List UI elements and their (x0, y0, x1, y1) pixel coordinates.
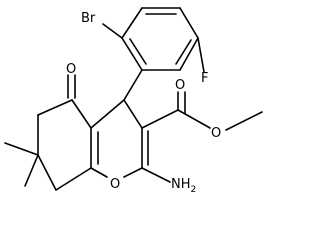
fluorine-label: F (201, 71, 208, 86)
bond (123, 99, 143, 129)
molecule-svg: Br F O O O O NH2 (4, 7, 263, 195)
ester-carbonyl-oxygen-label: O (175, 78, 185, 93)
amine-subscript: 2 (191, 185, 197, 195)
c3-ester-bond (141, 109, 179, 129)
ring-oxygen-label: O (110, 177, 120, 192)
amine-prefix: NH (171, 177, 191, 192)
bond (90, 167, 108, 178)
double-bond-inner (175, 39, 192, 65)
bond (179, 7, 199, 39)
pyran-ring (90, 99, 149, 178)
bond (121, 37, 143, 71)
bond (37, 99, 73, 116)
amine-label: NH2 (171, 177, 196, 195)
bond (71, 99, 92, 129)
c-f-bond (197, 37, 205, 73)
methyl-bond (4, 142, 39, 156)
o-methyl-bond (225, 111, 263, 131)
bond (55, 167, 92, 191)
methyl-bond (24, 154, 39, 187)
chemical-structure-diagram: Br F O O O O NH2 (4, 7, 263, 195)
bromine-label: Br (81, 11, 96, 26)
c2-n-bond (141, 167, 171, 183)
c-br-bond (102, 23, 123, 39)
ester-o-bond (177, 109, 211, 129)
aryl-c4-bond (123, 69, 143, 101)
bond (90, 99, 125, 129)
ketone-oxygen-label: O (66, 62, 76, 77)
bond (37, 154, 57, 191)
double-bond-inner (129, 38, 147, 65)
bromofluorophenyl-ring (121, 7, 199, 71)
ester-ether-oxygen-label: O (211, 126, 221, 141)
cyclohexenone-ring (37, 99, 92, 191)
bond (179, 37, 199, 71)
bond (121, 7, 143, 39)
bond (123, 167, 143, 178)
